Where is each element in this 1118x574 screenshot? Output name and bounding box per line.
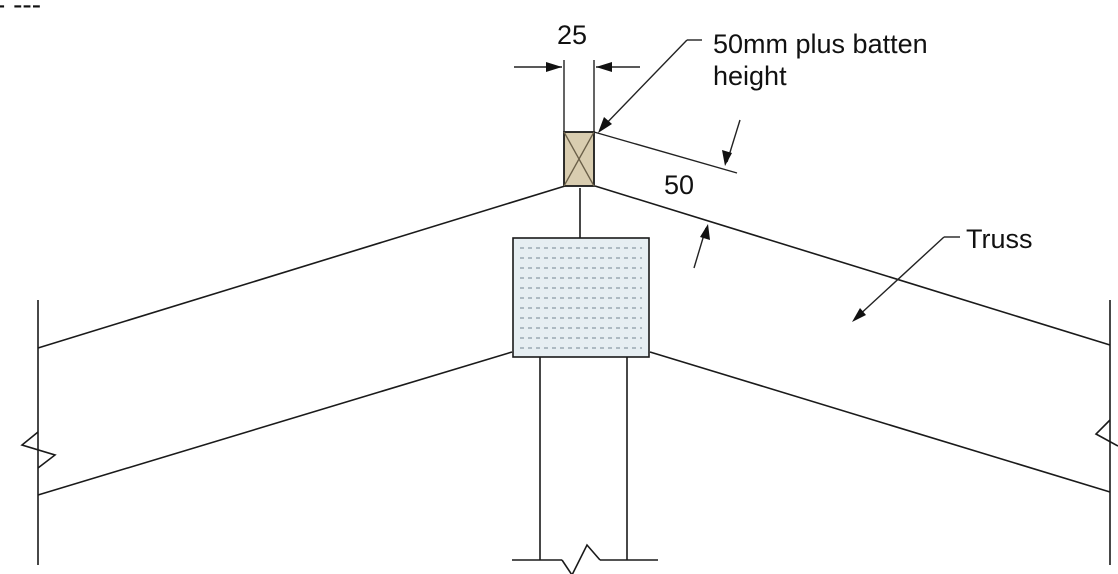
dim-25-label: 25 [557, 20, 587, 50]
truss-leader-line [855, 236, 945, 319]
left-break-icon [20, 431, 57, 469]
dim50-arrow-lower-head [700, 224, 710, 240]
dim25-arrow-left-head [546, 62, 562, 72]
dim-50-label: 50 [664, 170, 694, 200]
right-truss-bottom-chord [649, 351, 1111, 493]
note-leader-head [598, 117, 612, 133]
truss-label: Truss [966, 224, 1033, 254]
left-truss-top-chord [37, 185, 566, 349]
bottom-break-icon [561, 543, 601, 574]
dim50-arrow-upper-head [722, 150, 732, 166]
left-truss-bottom-chord [37, 351, 513, 496]
truss-leader-head [852, 308, 866, 322]
note-leader-line [599, 39, 688, 131]
right-truss-top-chord [594, 185, 1111, 346]
dim50-ext-line [593, 131, 738, 174]
right-break-icon [1094, 419, 1118, 447]
batten-cross-icon [563, 131, 595, 187]
note-line1: 50mm plus batten [713, 29, 928, 59]
nail-plate-icon [512, 237, 650, 358]
dim25-arrow-right-head [596, 62, 612, 72]
note-line2: height [713, 61, 787, 91]
top-left-fragment-text: - --- [0, 0, 41, 20]
